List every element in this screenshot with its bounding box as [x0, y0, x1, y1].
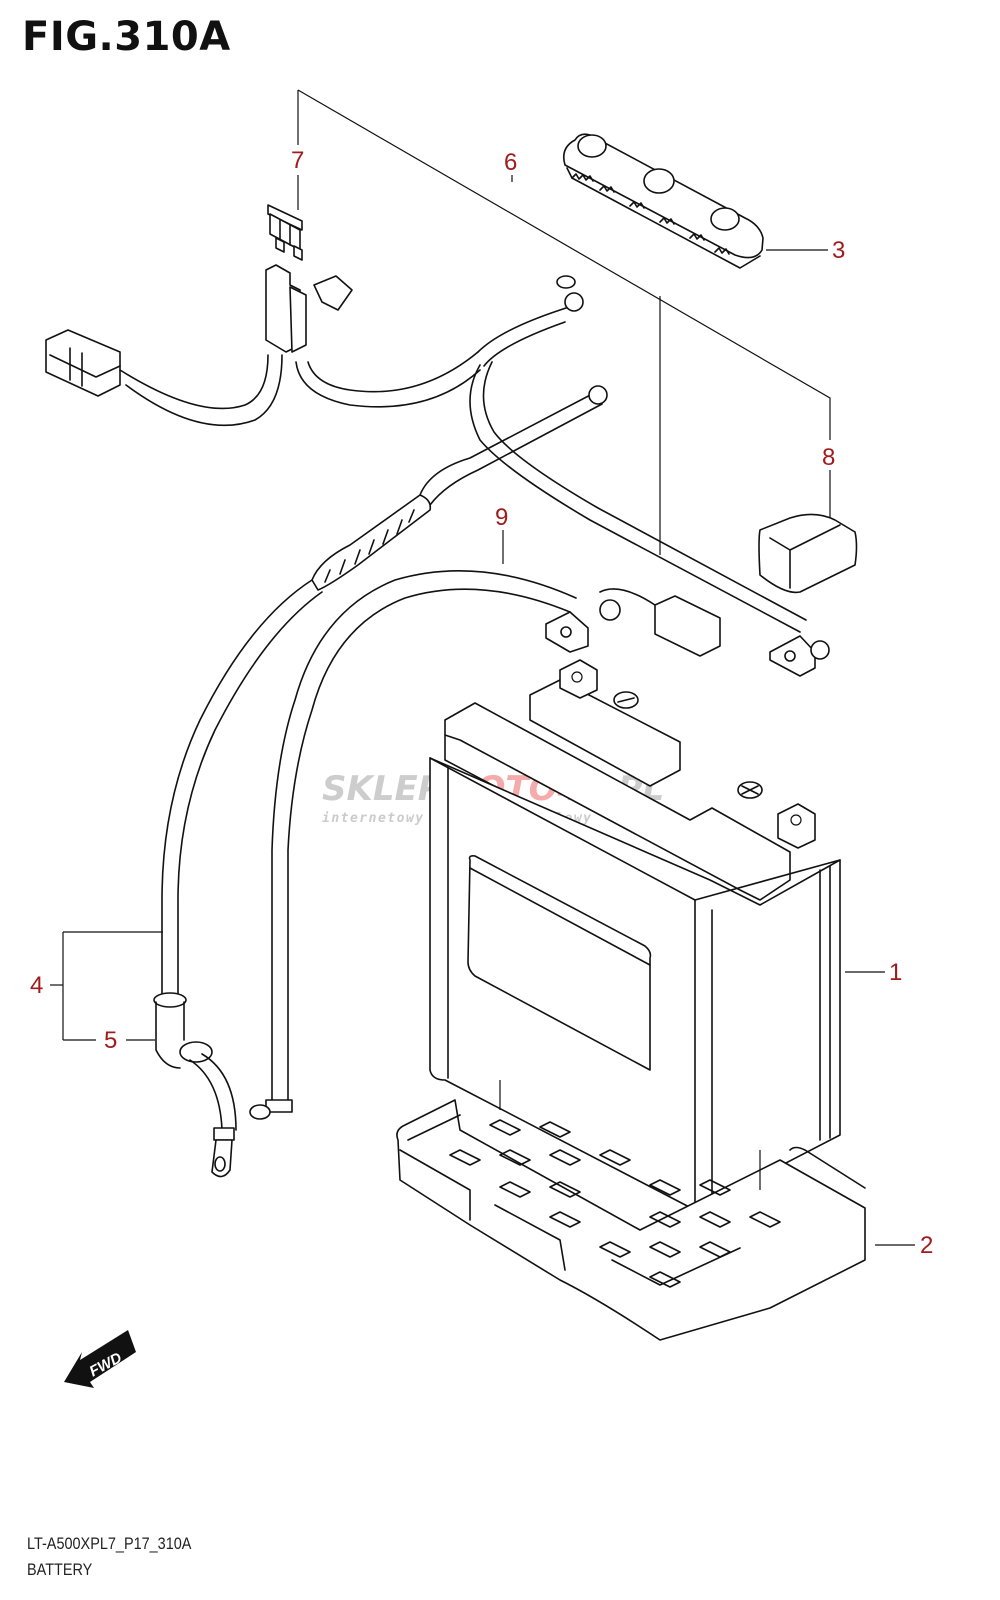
part-2-battery-tray[interactable]	[396, 1080, 866, 1341]
callout-numbers: 1 2 3 4 5 6 7 8 9	[30, 147, 933, 1259]
callout-7[interactable]: 7	[291, 147, 304, 174]
part-4-battery-cable[interactable]	[153, 385, 608, 1178]
callout-5[interactable]: 5	[104, 1027, 117, 1054]
part-6-wiring-harness[interactable]	[45, 264, 830, 677]
part-3-terminal-cover[interactable]	[562, 133, 764, 269]
watermark-brand-gray: SKLEP	[322, 769, 443, 809]
callout-3[interactable]: 3	[832, 237, 845, 264]
part-7-fuse[interactable]	[267, 204, 303, 261]
callout-9[interactable]: 9	[495, 504, 508, 531]
leader-lines	[50, 89, 915, 1246]
part-8-terminal-cap[interactable]	[758, 513, 858, 594]
callout-2[interactable]: 2	[920, 1232, 933, 1259]
figure-code: LT-A500XPL7_P17_310A	[27, 1534, 192, 1553]
part-9-ground-cable[interactable]	[249, 570, 621, 1120]
callout-1[interactable]: 1	[889, 959, 902, 986]
figure-title: FIG.310A	[22, 14, 231, 60]
callout-8[interactable]: 8	[822, 444, 835, 471]
tray-slots	[449, 1119, 781, 1288]
part-1-battery[interactable]	[429, 659, 841, 1211]
callout-6[interactable]: 6	[504, 149, 517, 176]
figure-name: BATTERY	[27, 1560, 93, 1579]
callout-4[interactable]: 4	[30, 972, 43, 999]
forward-direction-arrow: FWD	[64, 1330, 136, 1388]
